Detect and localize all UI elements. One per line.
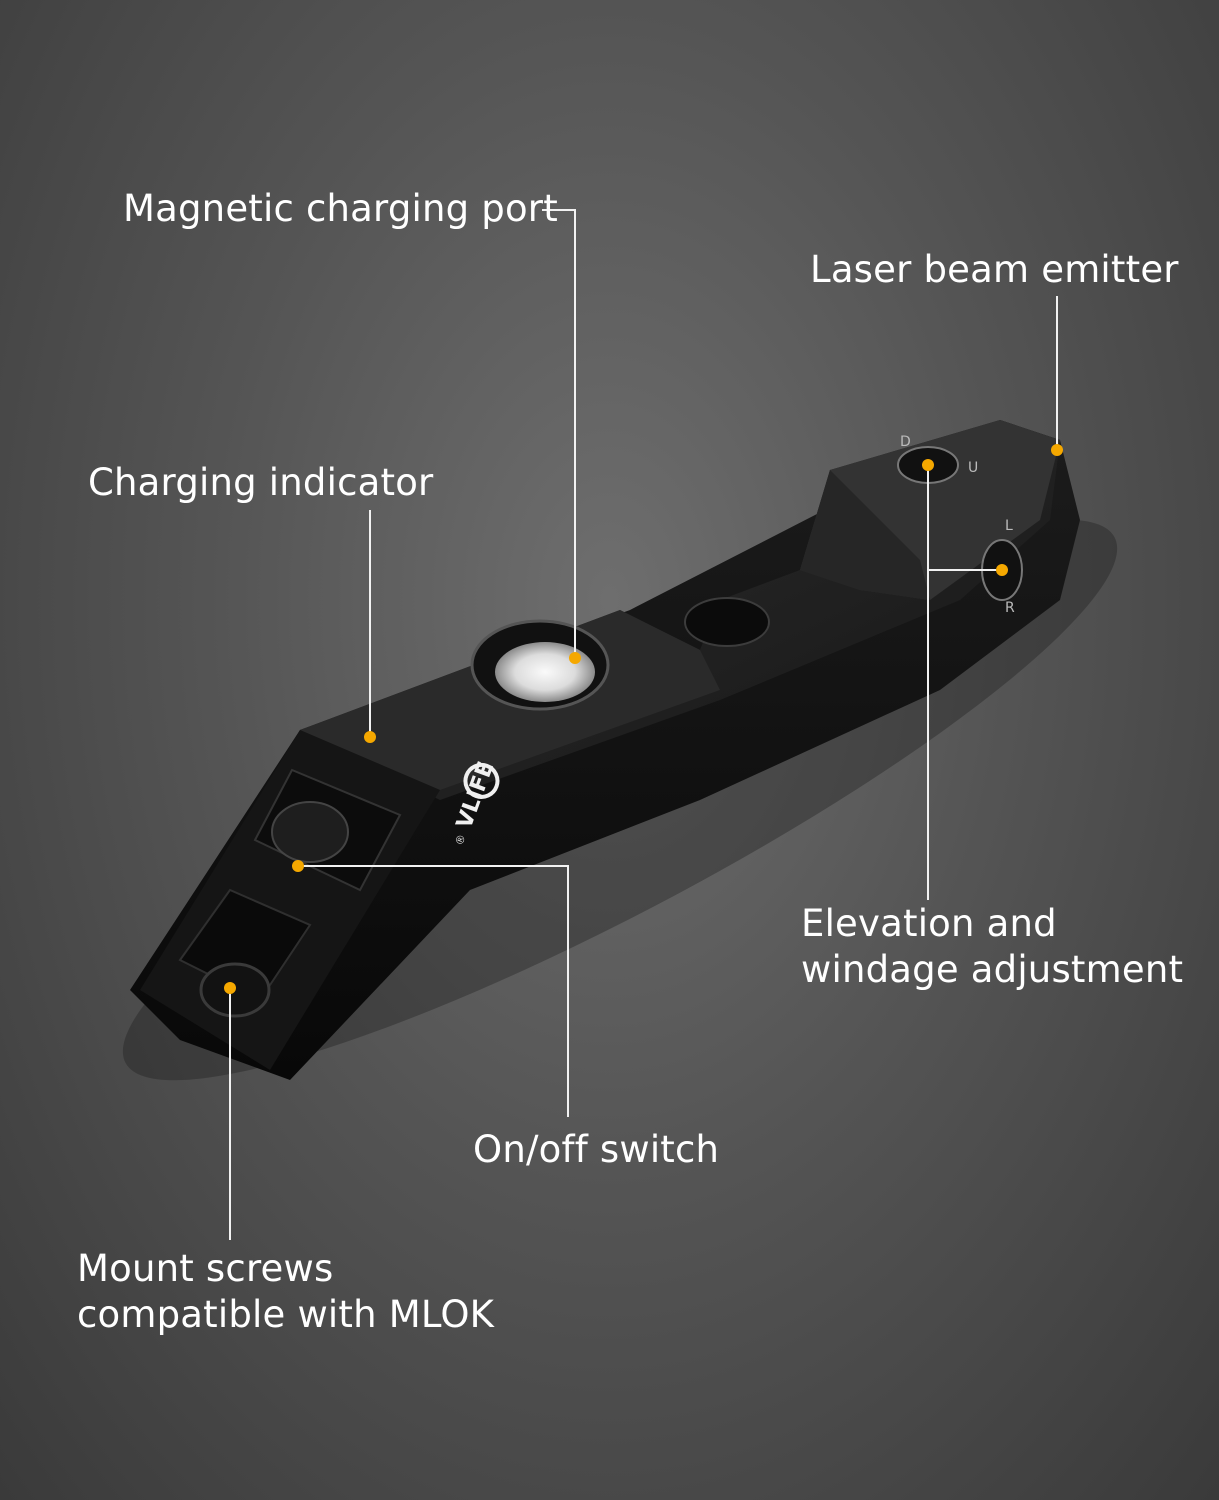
leader-magnetic-port [542, 209, 576, 658]
windage-r-mark: R [1005, 600, 1015, 616]
label-elevation-windage: Elevation and windage adjustment [801, 902, 1184, 991]
switch-button [271, 801, 349, 863]
windage-l-mark: L [1005, 518, 1013, 534]
dot-mount-screws [224, 982, 236, 994]
dot-elevation [922, 459, 934, 471]
screw-hole [684, 597, 770, 647]
logo-mark-icon [463, 762, 500, 799]
leader-on-off [298, 865, 569, 1117]
label-on-off-switch: On/off switch [473, 1128, 720, 1171]
dot-laser-emitter [1051, 444, 1063, 456]
elevation-d-mark: D [900, 434, 911, 450]
label-magnetic-charging-port: Magnetic charging port [123, 187, 558, 230]
dot-windage [996, 564, 1008, 576]
charging-port-face [495, 642, 595, 702]
rear-facet [800, 470, 930, 600]
dot-charging-indicator [364, 731, 376, 743]
registered-mark: ® [453, 832, 469, 847]
dot-on-off [292, 860, 304, 872]
label-mount-screws: Mount screws compatible with MLOK [77, 1247, 495, 1336]
label-laser-beam-emitter: Laser beam emitter [810, 248, 1179, 291]
label-charging-indicator: Charging indicator [88, 461, 434, 504]
elevation-u-mark: U [968, 460, 978, 476]
dot-magnetic-port [569, 652, 581, 664]
